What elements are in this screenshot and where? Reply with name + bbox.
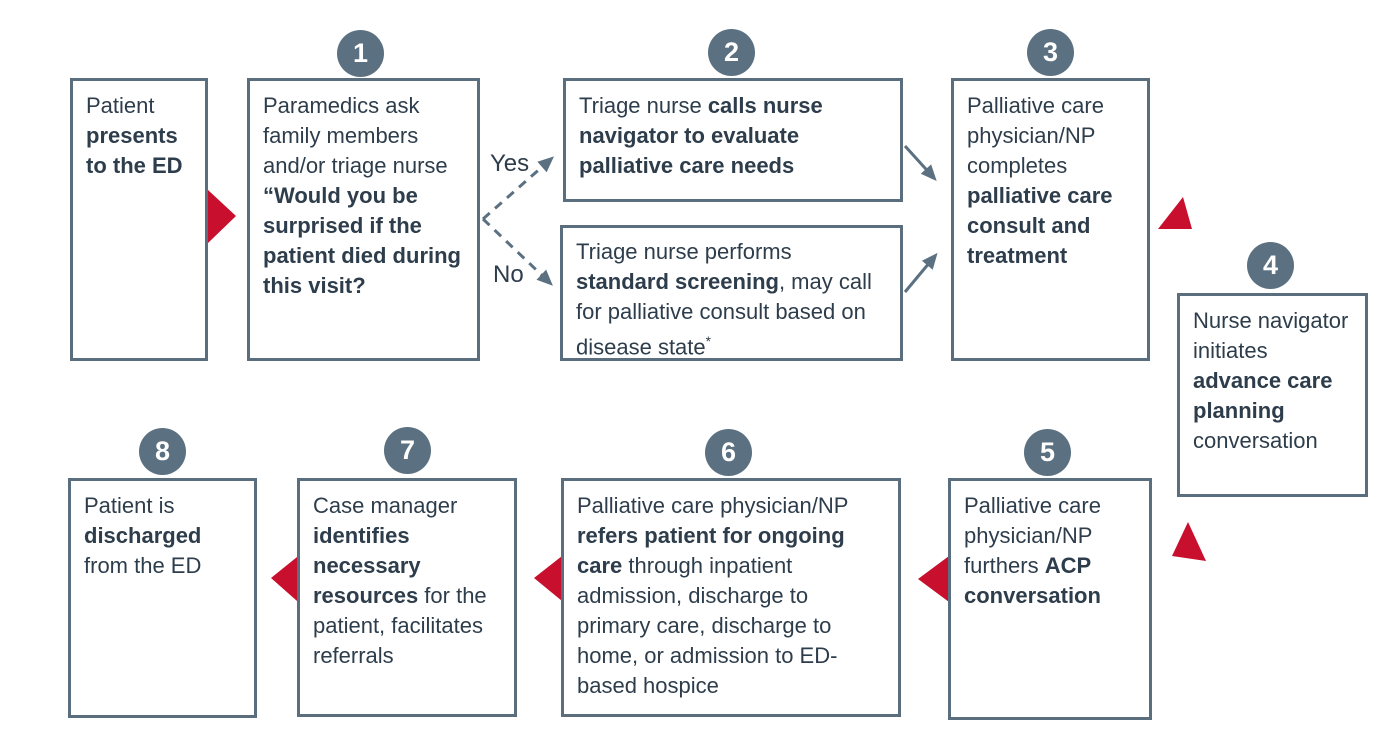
box-step-8-discharged: Patient is discharged from the ED bbox=[68, 478, 257, 718]
box-step-6-refers-patient: Palliative care physician/NP refers pati… bbox=[561, 478, 901, 717]
box-step-5-furthers-acp: Palliative care physician/NP furthers AC… bbox=[948, 478, 1152, 720]
step-5-number: 5 bbox=[1024, 429, 1071, 476]
step-3-number: 3 bbox=[1027, 29, 1074, 76]
box-patient-presents: Patient presents to the ED bbox=[70, 78, 208, 361]
step-7-number: 7 bbox=[384, 427, 431, 474]
box-step-1-surprise-question: Paramedics ask family members and/or tri… bbox=[247, 78, 480, 361]
box-standard-screening: Triage nurse performs standard screening… bbox=[560, 225, 903, 361]
red-arrow-3-to-4 bbox=[1158, 197, 1192, 229]
box-step-2-calls-nurse-navigator: Triage nurse calls nurse navigator to ev… bbox=[563, 78, 903, 202]
red-arrow-6-to-5 bbox=[918, 556, 949, 602]
step-4-number: 4 bbox=[1247, 242, 1294, 289]
step-2-number: 2 bbox=[708, 29, 755, 76]
red-arrow-start-to-1 bbox=[208, 190, 236, 243]
step-1-number: 1 bbox=[337, 30, 384, 77]
branch-label-yes: Yes bbox=[490, 150, 530, 177]
red-arrow-7-to-6 bbox=[534, 556, 562, 601]
step-8-number: 8 bbox=[139, 428, 186, 475]
red-arrow-4-to-5 bbox=[1172, 522, 1206, 561]
arrow-2-to-3 bbox=[903, 144, 937, 181]
arrow-screening-to-3 bbox=[903, 252, 938, 293]
box-step-4-advance-care-planning: Nurse navigator initiates advance care p… bbox=[1177, 293, 1368, 497]
step-6-number: 6 bbox=[705, 429, 752, 476]
box-step-7-case-manager: Case manager identifies necessary resour… bbox=[297, 478, 517, 717]
box-step-3-palliative-consult: Palliative care physician/NP completes p… bbox=[951, 78, 1150, 361]
branch-label-no: No bbox=[493, 261, 524, 288]
red-arrow-8-to-7 bbox=[271, 557, 297, 601]
